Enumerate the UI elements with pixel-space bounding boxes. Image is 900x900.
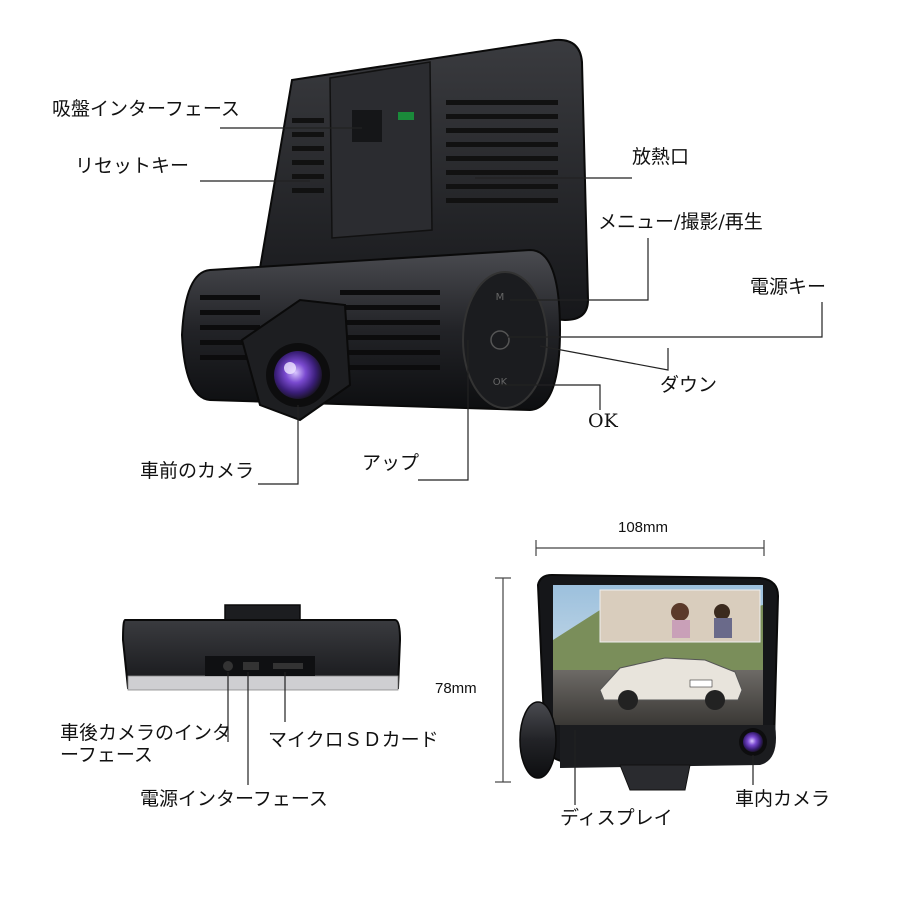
status-led bbox=[398, 112, 414, 120]
label-power-key: 電源キー bbox=[750, 276, 827, 298]
display-screen bbox=[553, 585, 763, 725]
vent-left bbox=[292, 118, 324, 193]
svg-text:M: M bbox=[496, 292, 505, 303]
button-panel bbox=[462, 271, 548, 409]
dashcam-front-view bbox=[519, 573, 780, 791]
callout-lines-top bbox=[200, 127, 823, 485]
label-menu-capture-play: メニュー/撮影/再生 bbox=[598, 211, 763, 233]
label-heat-vent: 放熱口 bbox=[632, 146, 690, 168]
suction-socket bbox=[352, 110, 382, 142]
dashcam-bottom-view bbox=[121, 604, 402, 691]
label-suction-interface: 吸盤インターフェース bbox=[52, 98, 240, 120]
label-up: アップ bbox=[362, 452, 420, 474]
dashcam-rear-view: M OK bbox=[180, 38, 590, 422]
label-power-interface: 電源インターフェース bbox=[140, 788, 328, 810]
front-lens bbox=[274, 351, 322, 399]
label-ok: OK bbox=[588, 410, 618, 432]
sd-slot-icon bbox=[273, 663, 303, 669]
label-display: ディスプレイ bbox=[560, 807, 673, 829]
label-rear-camera-interface: 車後カメラのインターフェース bbox=[60, 722, 232, 766]
callout-lines-bottom-left bbox=[227, 672, 286, 785]
inner-lens bbox=[743, 732, 763, 752]
rear-cam-port-icon bbox=[223, 661, 233, 671]
label-front-camera: 車前のカメラ bbox=[140, 460, 255, 482]
label-down: ダウン bbox=[660, 374, 718, 396]
label-micro-sd: マイクロＳＤカード bbox=[268, 729, 439, 751]
usb-port-icon bbox=[243, 662, 259, 670]
svg-text:OK: OK bbox=[493, 377, 508, 388]
label-width: 108mm bbox=[618, 519, 669, 536]
dimension-height bbox=[495, 577, 511, 783]
callout-lines-bottom-right bbox=[574, 730, 754, 805]
cylinder-vents bbox=[200, 290, 440, 370]
dimension-width bbox=[535, 540, 765, 556]
vent-right bbox=[446, 100, 558, 203]
power-button-icon bbox=[490, 330, 510, 350]
label-reset-key: リセットキー bbox=[75, 155, 190, 177]
label-height: 78mm bbox=[435, 680, 477, 697]
label-inner-camera: 車内カメラ bbox=[735, 788, 831, 810]
